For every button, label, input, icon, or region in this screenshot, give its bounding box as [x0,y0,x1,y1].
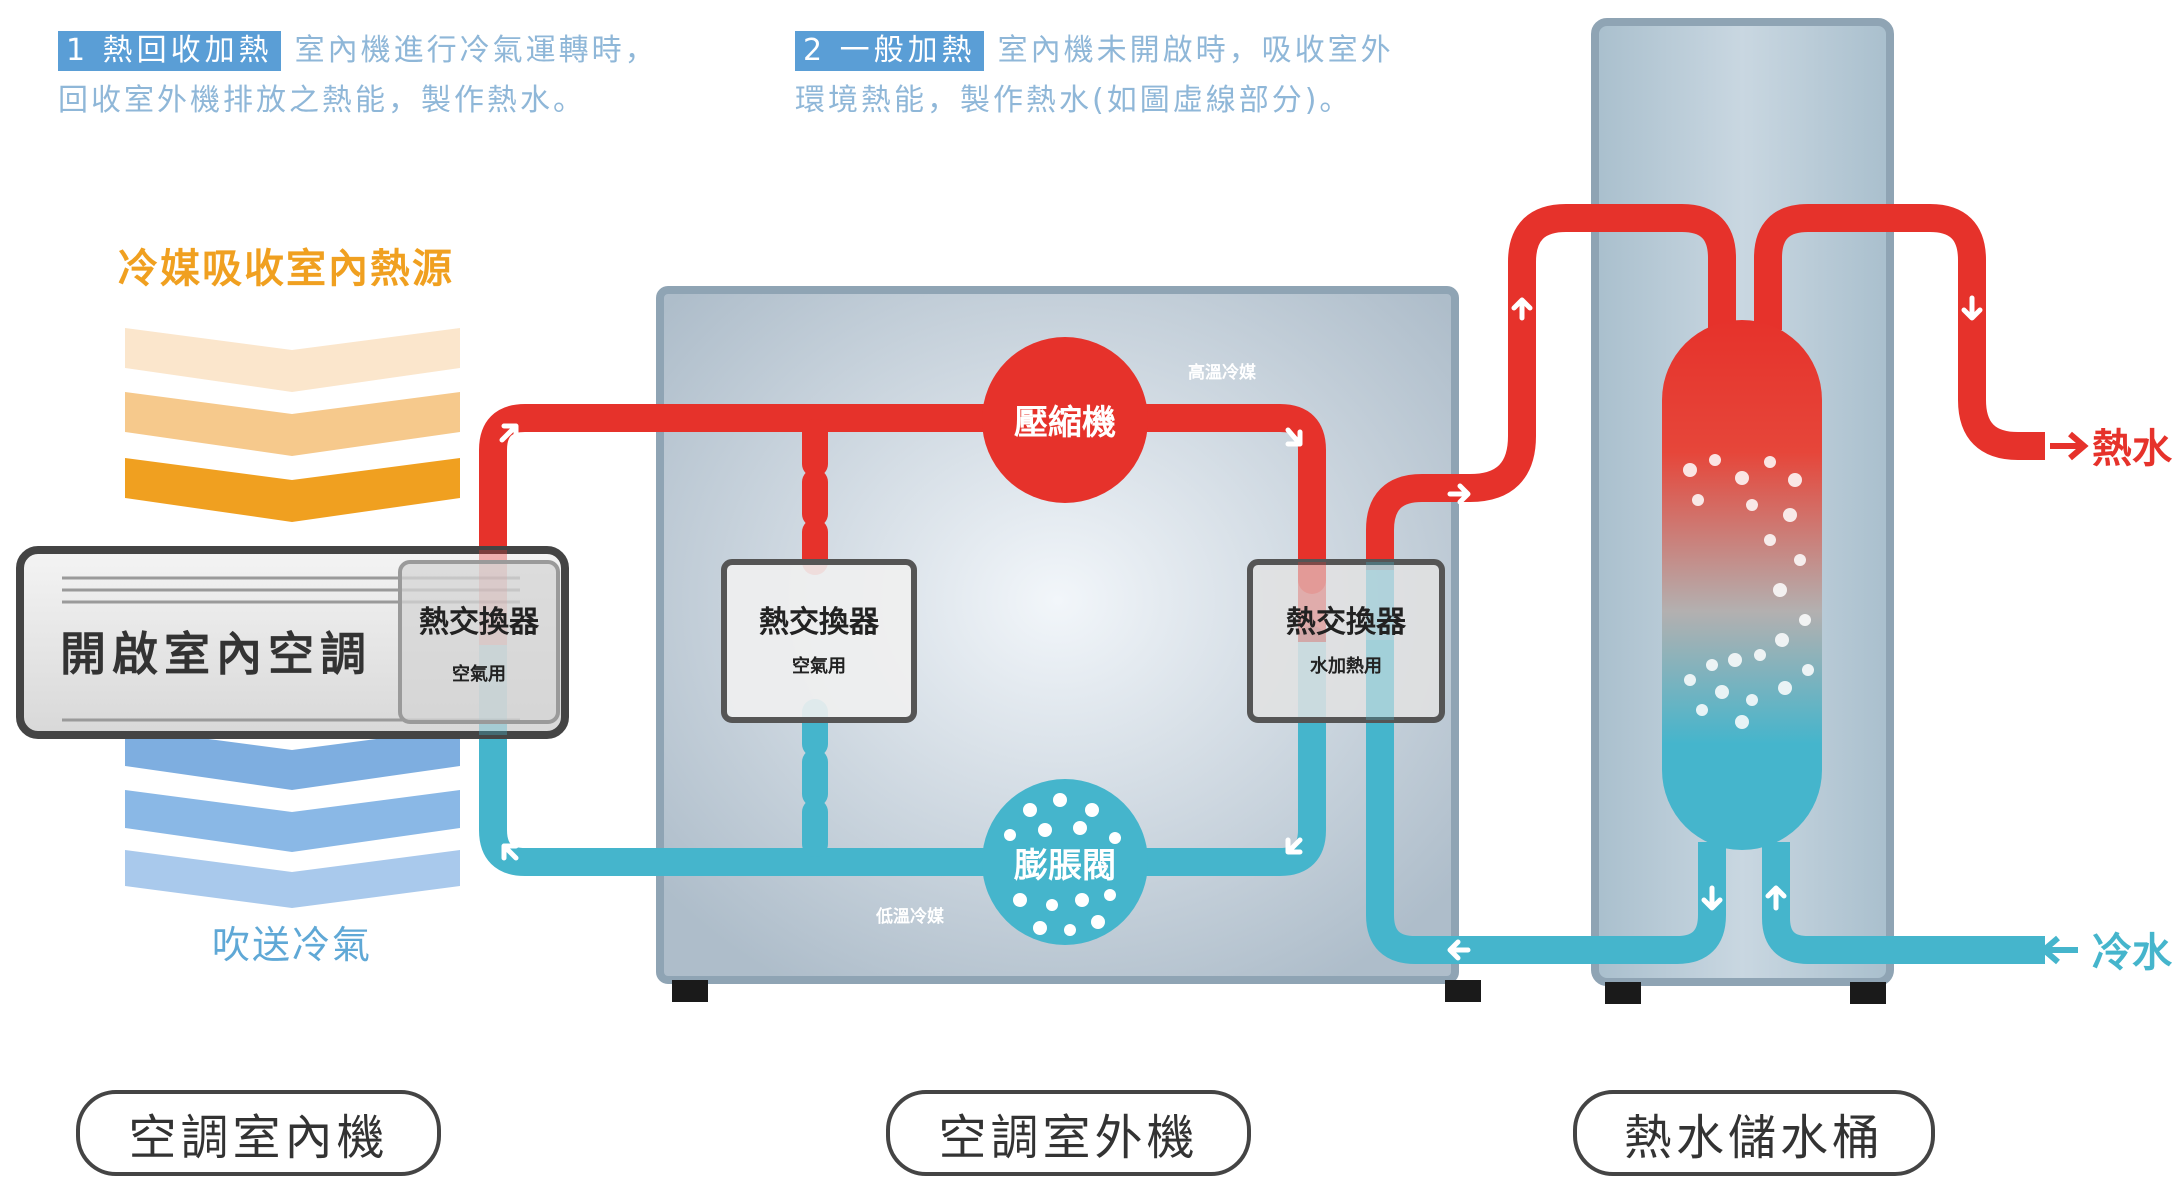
refrigerant-loop [479,404,1326,876]
compressor-label: 壓縮機 [1014,403,1116,443]
general-heating-line1: 室內機未開啟時，吸收室外 [997,33,1394,68]
outdoor-unit-caption: 空調室外機 [886,1090,1251,1176]
water-heating-hx [1247,559,1445,723]
outdoor-air-hx [721,559,917,723]
expansion-valve-label: 膨脹閥 [1013,846,1116,886]
indoor-ac-unit [16,546,569,739]
heat-recovery-line2: 回收室外機排放之熱能，製作熱水。 [58,83,586,118]
heat-recovery-note: 1 熱回收加熱室內機進行冷氣運轉時， 回收室外機排放之熱能，製作熱水。 [58,26,658,126]
cold-water-label: 冷水 [2092,930,2173,976]
general-heating-note: 2 一般加熱室內機未開啟時，吸收室外 環境熱能，製作熱水(如圖虛線部分)。 [795,26,1394,126]
cool-chevrons [125,728,460,908]
heat-recovery-line1: 室內機進行冷氣運轉時， [294,33,658,68]
flow-arrows [499,295,1983,961]
heat-source-label: 冷媒吸收室內熱源 [118,246,454,292]
tank-caption: 熱水儲水桶 [1573,1090,1935,1176]
expansion-valve [982,779,1148,945]
indoor-hx-sub: 空氣用 [452,663,506,685]
water-circuit [1366,204,2045,964]
hot-water-vessel [1662,320,1822,850]
outdoor-unit [656,286,1481,1002]
hot-water-outlet [2050,431,2089,461]
hot-water-label: 熱水 [2092,426,2173,472]
outdoor-air-hx-sub: 空氣用 [792,655,846,677]
heat-chevrons [125,328,460,522]
indoor-hx-title: 熱交換器 [419,605,540,640]
high-temp-refrigerant-label: 高溫冷媒 [1188,362,1257,383]
water-hx-title: 熱交換器 [1286,605,1407,640]
ac-unit-label: 開啟室內空調 [60,627,372,681]
heat-recovery-tag: 1 熱回收加熱 [58,31,281,71]
general-heating-tag: 2 一般加熱 [795,31,984,71]
general-heating-line2: 環境熱能，製作熱水(如圖虛線部分)。 [795,83,1353,118]
blow-cool-label: 吹送冷氣 [212,923,372,967]
outdoor-air-hx-title: 熱交換器 [759,605,880,640]
indoor-unit-caption: 空調室內機 [76,1090,441,1176]
cold-water-inlet [2039,935,2078,965]
water-hx-sub: 水加熱用 [1310,655,1382,677]
compressor [982,337,1148,503]
low-temp-refrigerant-label: 低溫冷媒 [875,906,945,927]
